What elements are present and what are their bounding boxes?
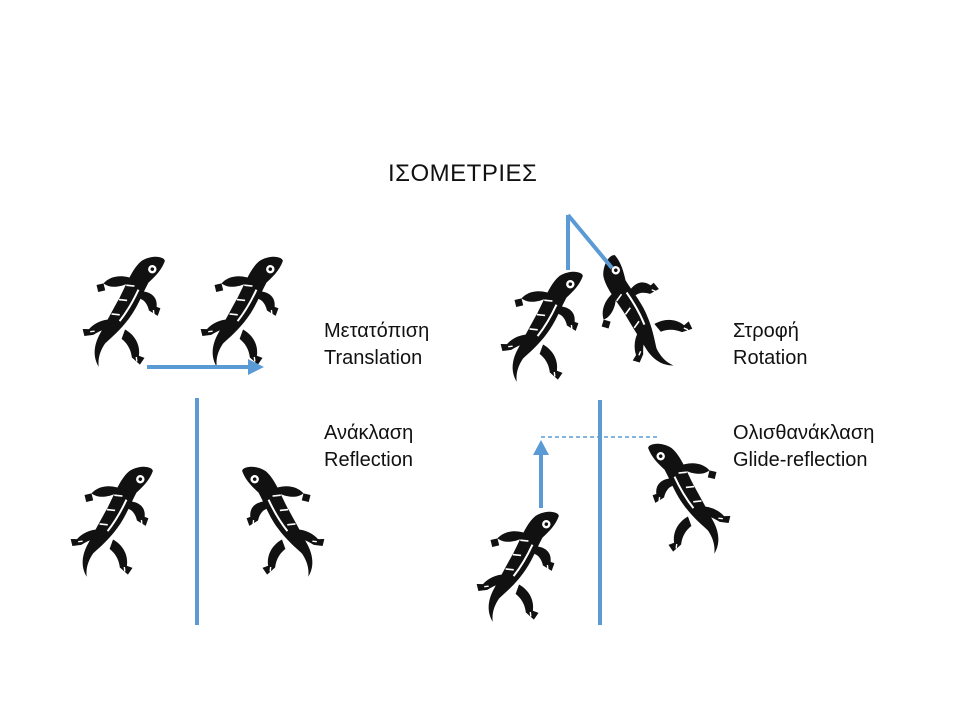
reflection-label-english: Reflection bbox=[324, 449, 413, 471]
lizard-icon bbox=[57, 449, 168, 592]
translation-label-greek: Μετατόπιση bbox=[324, 320, 430, 342]
reflection-caption: Ανάκλαση Reflection bbox=[324, 420, 413, 474]
lizard-icon bbox=[69, 239, 180, 382]
glide-arrow bbox=[533, 440, 549, 508]
lizard-icon bbox=[569, 243, 706, 386]
rotation-label-greek: Στροφή bbox=[733, 320, 799, 342]
translation-label-english: Translation bbox=[324, 347, 423, 369]
page-title: ΙΣΟΜΕΤΡΙΕΣ bbox=[388, 160, 538, 187]
glide-reflection-caption: Ολισθανάκλαση Glide-reflection bbox=[733, 420, 874, 474]
reflection-panel bbox=[57, 398, 338, 625]
lizard-icon bbox=[487, 254, 598, 397]
lizard-icon bbox=[227, 449, 338, 592]
translation-panel bbox=[69, 239, 298, 382]
glide-reflection-label-greek: Ολισθανάκλαση bbox=[733, 422, 875, 444]
lizard-icon bbox=[633, 426, 744, 569]
reflection-label-greek: Ανάκλαση bbox=[324, 422, 414, 444]
rotation-caption: Στροφή Rotation bbox=[733, 318, 808, 372]
glide-reflection-panel bbox=[463, 400, 744, 637]
translation-arrow bbox=[147, 359, 264, 375]
rotation-label-english: Rotation bbox=[733, 347, 808, 369]
glide-reflection-label-english: Glide-reflection bbox=[733, 449, 868, 471]
lizard-icon bbox=[187, 239, 298, 382]
rotation-panel bbox=[487, 213, 706, 397]
translation-caption: Μετατόπιση Translation bbox=[324, 318, 429, 372]
rotation-angle-lines bbox=[566, 213, 614, 270]
lizard-icon bbox=[463, 494, 574, 637]
